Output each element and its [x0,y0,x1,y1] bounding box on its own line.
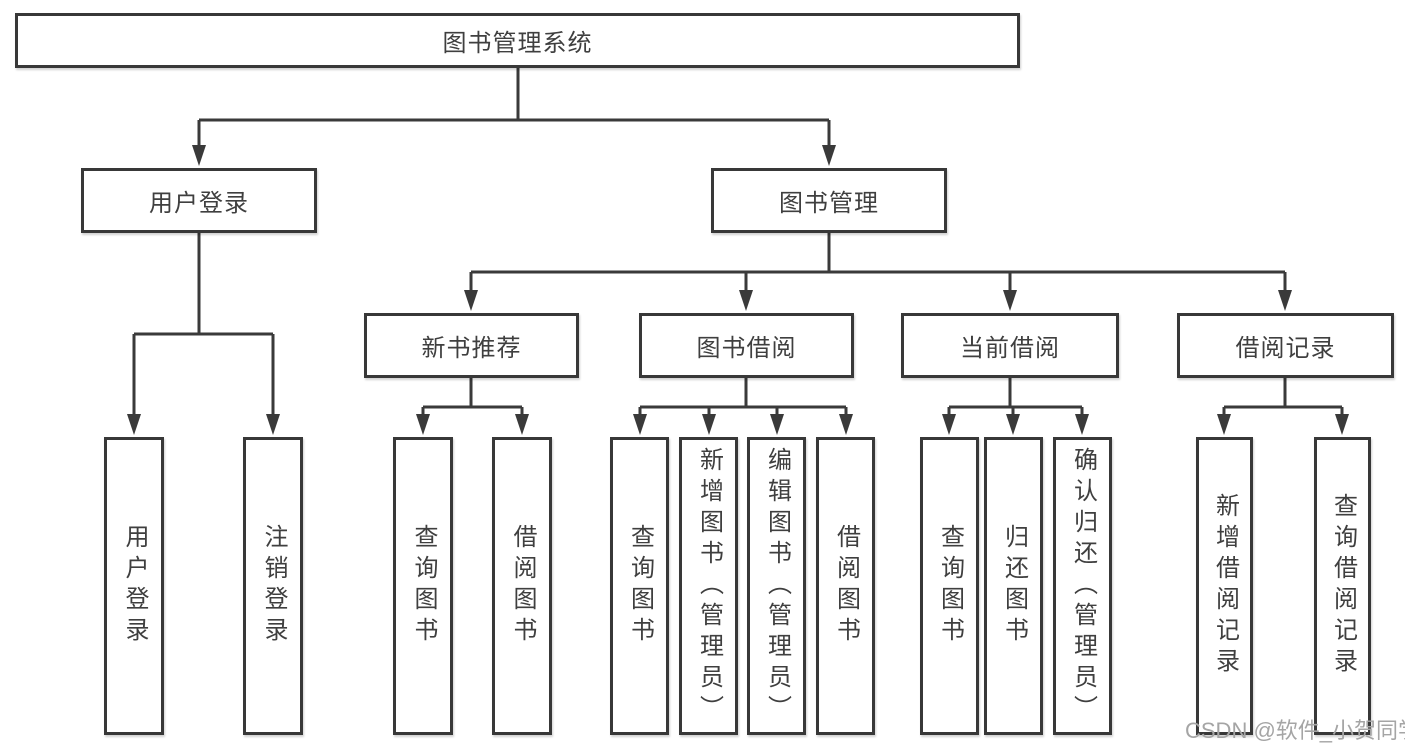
leaf-user-login: 用户登录 [104,437,164,735]
leaf-logout: 注销登录 [243,437,303,735]
leaf-cb-return-books: 归还图书 [984,437,1043,735]
node-root-label: 图书管理系统 [442,30,593,57]
leaf-bb-query-books: 查询图书 [610,437,669,735]
node-user-login: 用户登录 [81,168,317,233]
leaf-bb-edit-books-admin: 编辑图书（管理员） [747,437,806,735]
leaf-bb-add-books-admin-label: 新增图书（管理员） [695,446,723,726]
node-book-borrowing: 图书借阅 [639,313,854,378]
leaf-br-add-record: 新增借阅记录 [1196,437,1253,735]
leaf-nb-borrow-books: 借阅图书 [492,437,552,735]
node-book-management: 图书管理 [711,168,947,233]
node-current-borrowing-label: 当前借阅 [960,335,1060,362]
node-user-login-label: 用户登录 [149,190,249,217]
leaf-cb-query-books-label: 查询图书 [936,524,964,648]
leaf-cb-return-books-label: 归还图书 [1000,524,1028,648]
leaf-br-query-record-label: 查询借阅记录 [1329,493,1357,679]
node-book-borrowing-label: 图书借阅 [696,335,797,362]
leaf-nb-query-books-label: 查询图书 [410,524,437,648]
leaf-bb-add-books-admin: 新增图书（管理员） [679,437,738,735]
node-book-management-label: 图书管理 [779,190,879,217]
leaf-bb-query-books-label: 查询图书 [626,524,654,648]
leaf-nb-query-books: 查询图书 [393,437,453,735]
leaf-cb-query-books: 查询图书 [920,437,979,735]
leaf-bb-borrow-books-label: 借阅图书 [832,524,860,648]
watermark: CSDN @软件_小贺同学 [1185,718,1405,743]
leaf-cb-confirm-return-admin-label: 确认归还（管理员） [1069,446,1097,726]
leaf-bb-borrow-books: 借阅图书 [816,437,875,735]
leaf-user-login-label: 用户登录 [121,524,148,648]
leaf-br-query-record: 查询借阅记录 [1314,437,1371,735]
node-new-book-recommend-label: 新书推荐 [421,335,522,362]
leaf-bb-edit-books-admin-label: 编辑图书（管理员） [763,446,791,726]
leaf-nb-borrow-books-label: 借阅图书 [509,524,536,648]
node-current-borrowing: 当前借阅 [901,313,1119,378]
leaf-cb-confirm-return-admin: 确认归还（管理员） [1053,437,1112,735]
node-root: 图书管理系统 [15,13,1020,68]
leaf-logout-label: 注销登录 [260,524,287,648]
node-borrowing-records: 借阅记录 [1177,313,1394,378]
node-borrowing-records-label: 借阅记录 [1235,335,1336,362]
leaf-br-add-record-label: 新增借阅记录 [1211,493,1239,679]
node-new-book-recommend: 新书推荐 [364,313,579,378]
